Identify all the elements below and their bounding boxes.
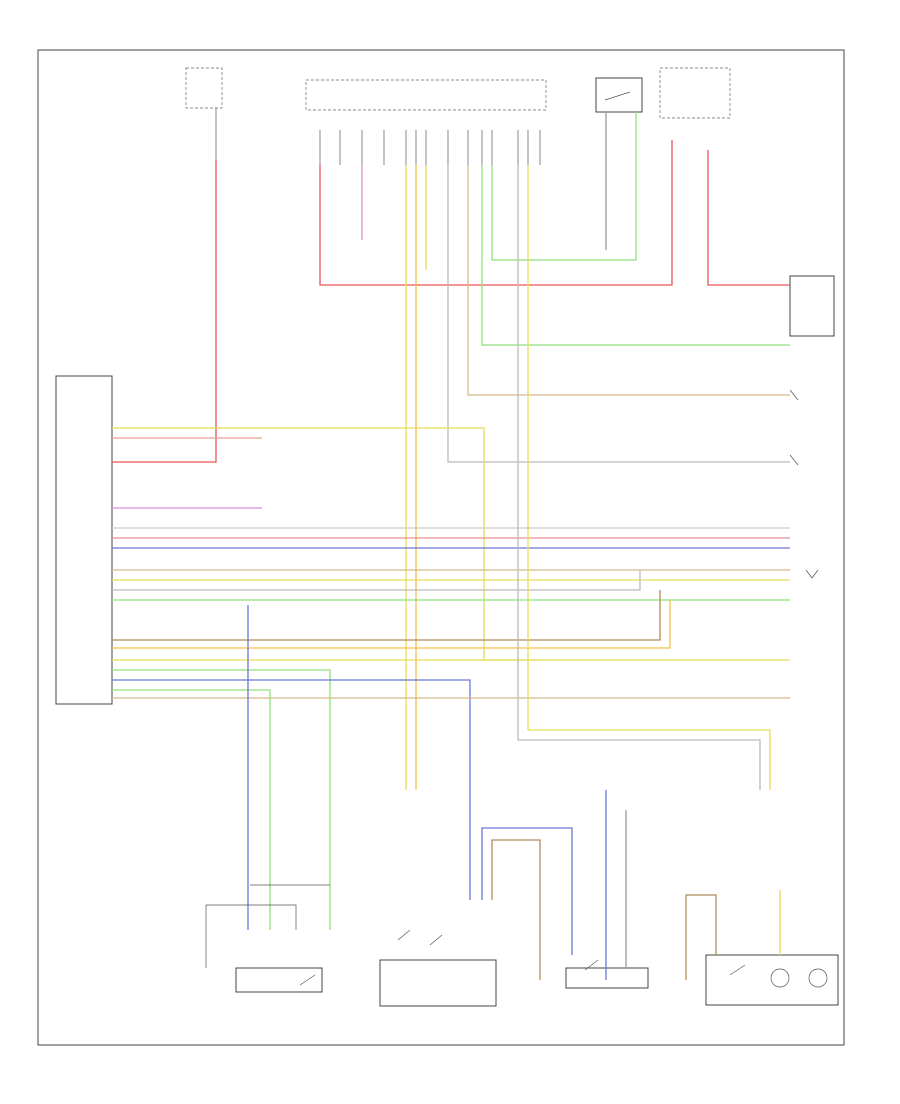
- lamp-bulb-2: [808, 968, 828, 988]
- wire-green-down: [112, 669, 331, 930]
- top-connector-housing: [305, 79, 547, 111]
- right-module-top: [789, 275, 835, 337]
- switch-contact-2: [429, 934, 443, 946]
- switch-contact-5: [299, 974, 316, 986]
- wire-tan-right: [467, 165, 790, 396]
- wire-brown-bus: [112, 590, 661, 641]
- top-switch-contact: [604, 91, 631, 101]
- wire-red-top-bus: [319, 140, 673, 286]
- switch-center-bottom: [379, 959, 497, 1007]
- wire-yellow-right-down: [527, 165, 771, 790]
- wire-blue-down: [112, 679, 471, 900]
- right-terminal-ticks: [789, 389, 819, 579]
- wire-red-power: [112, 160, 217, 463]
- wire-yellow-long: [112, 427, 790, 661]
- wire-green-down2: [112, 689, 271, 930]
- wire-brown-lamp: [685, 894, 717, 980]
- switch-contact-1: [397, 929, 411, 941]
- wire-gray-right-down: [517, 165, 761, 790]
- wire-green-switch: [491, 112, 637, 261]
- wire-green-right: [481, 165, 790, 346]
- diagram-frame: [37, 49, 845, 1046]
- lamp-bulb-1: [770, 968, 790, 988]
- fuse-block-left: [185, 67, 223, 109]
- switch-right-bottom: [565, 967, 649, 989]
- top-switch-component: [595, 77, 643, 113]
- switch-left-bottom: [235, 967, 323, 993]
- wire-brown-bottom: [491, 839, 541, 980]
- main-control-module: [55, 375, 113, 705]
- wire-blue-bottom: [481, 827, 573, 955]
- wire-gray-bus2: [112, 570, 641, 591]
- fuse-block-right: [659, 67, 731, 119]
- wire-bracket-left: [206, 904, 297, 930]
- switch-contact-4: [729, 964, 746, 976]
- wire-gray-right: [447, 165, 790, 463]
- top-connector-pins: [319, 130, 541, 165]
- lamp-assembly-bottom-right: [705, 954, 839, 1006]
- wire-red-right: [707, 150, 790, 286]
- switch-contact-3: [584, 959, 599, 971]
- wire-orange-bus: [112, 600, 671, 649]
